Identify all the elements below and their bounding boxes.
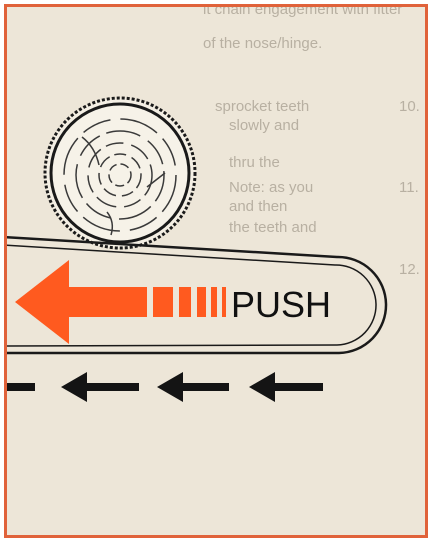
step-number: 10.	[399, 98, 420, 115]
direction-arrows-icon	[7, 372, 323, 402]
step-number: 11.	[399, 179, 419, 196]
push-arrow-icon	[15, 260, 226, 344]
background-text-line: slowly and	[229, 117, 300, 134]
step-number: 12.	[399, 261, 420, 278]
background-text-line: sprocket teeth	[215, 98, 310, 115]
background-text-line: the teeth and	[229, 219, 317, 236]
illustration-frame: it chain engagement with fitter of the n…	[4, 4, 428, 538]
sprocket-icon	[43, 96, 197, 250]
push-label: PUSH	[231, 284, 331, 325]
background-text-line: it chain engagement with fitter	[203, 4, 403, 18]
background-text-line: of the nose/hinge.	[203, 35, 323, 52]
background-text-line: thru the	[229, 154, 280, 171]
background-text-line: Note: as you	[229, 179, 314, 196]
chainsaw-bar-illustration: PUSH	[7, 96, 388, 402]
guide-bar-outline	[7, 236, 388, 355]
background-text-line: and then	[229, 198, 288, 215]
